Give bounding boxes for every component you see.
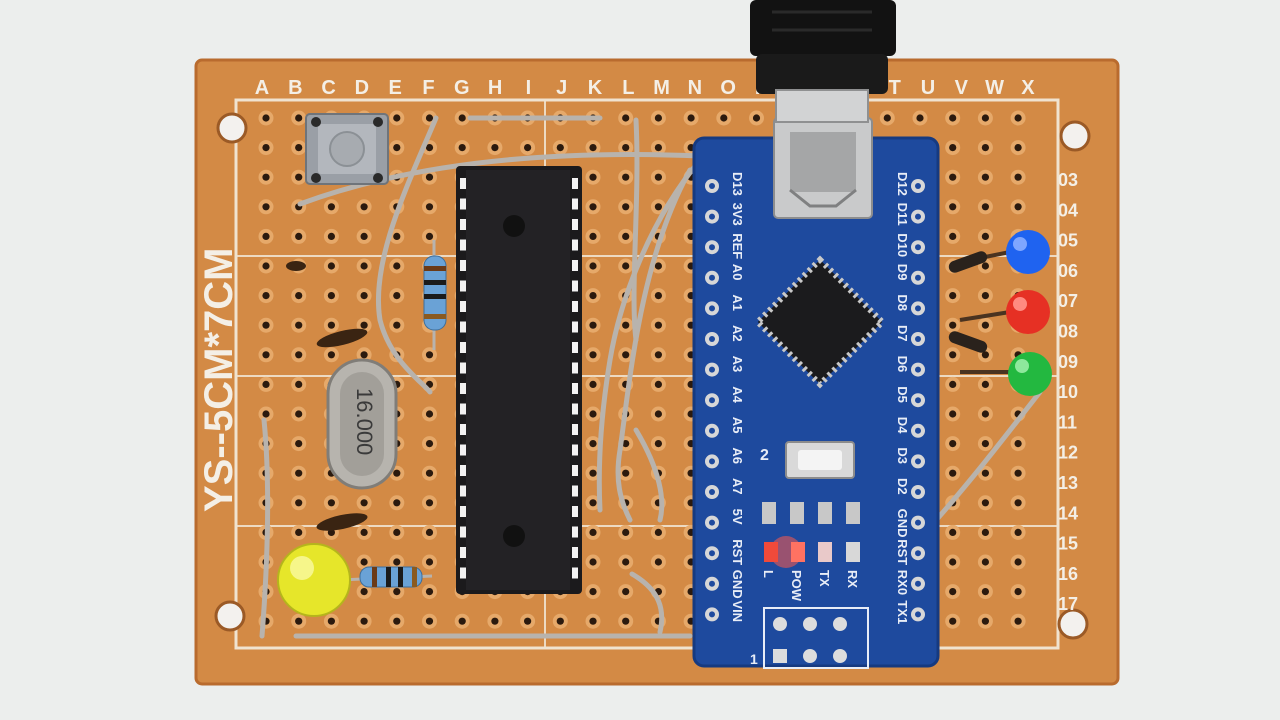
nano-left-pin-label: A2 (730, 325, 745, 342)
nano-icsp-header: 1 (750, 607, 869, 669)
column-label: B (288, 77, 302, 99)
row-label: 12 (1058, 443, 1078, 463)
nano-right-pin-label: D12 (895, 172, 910, 196)
nano-right-pin-label: D4 (895, 417, 910, 434)
row-label: 04 (1058, 200, 1078, 220)
nano-left-pin-label: REF (730, 233, 745, 259)
column-label: D (355, 77, 369, 99)
nano-header-marker: 1 (750, 651, 758, 667)
nano-left-pin-label: VIN (730, 600, 745, 622)
nano-led-label: L (761, 570, 776, 578)
column-label: F (422, 77, 434, 99)
row-label: 14 (1058, 503, 1078, 523)
board-size-label: YS--5CM*7CM (197, 248, 241, 512)
nano-left-pin-label: A0 (730, 264, 745, 281)
nano-right-pin-label: D3 (895, 447, 910, 464)
tactile-button (305, 113, 389, 185)
nano-left-pin-label: D13 (730, 172, 745, 196)
ceramic-capacitors (286, 261, 368, 531)
column-label: E (389, 77, 402, 99)
nano-right-pin-label: D11 (895, 203, 910, 226)
row-label: 11 (1058, 412, 1077, 432)
column-label: H (488, 77, 502, 99)
column-label: T (889, 77, 901, 99)
row-label: 05 (1058, 231, 1078, 251)
nano-left-pin-label: A7 (730, 478, 745, 495)
crystal-oscillator: 16.000 (326, 358, 398, 490)
nano-right-pin-label: D7 (895, 325, 910, 342)
column-label: L (622, 77, 634, 99)
led-yellow (277, 543, 351, 617)
column-label: N (688, 77, 702, 99)
column-label: V (955, 77, 969, 99)
resistor-bottom (339, 566, 433, 588)
column-label: O (720, 77, 736, 99)
column-label: U (921, 77, 935, 99)
jumper-wires (259, 115, 1043, 639)
nano-reset-button: 2 (760, 441, 855, 479)
nano-right-pin-label: D2 (895, 478, 910, 495)
led-resistors-right (948, 251, 988, 353)
row-label: 17 (1058, 594, 1078, 614)
nano-right-pin-label: D8 (895, 294, 910, 311)
usb-cable (750, 0, 896, 123)
column-label: M (653, 77, 670, 99)
column-label: X (1021, 77, 1035, 99)
nano-left-pin-label: 5V (730, 509, 745, 525)
row-label: 03 (1058, 170, 1078, 190)
row-label: 10 (1058, 382, 1078, 402)
column-label: G (454, 77, 470, 99)
nano-left-pin-label: A4 (730, 386, 745, 403)
nano-onboard-leds: L POW TX RX (761, 502, 860, 602)
led-green (960, 352, 1052, 396)
led-red (959, 290, 1050, 334)
nano-led-label: TX (817, 570, 832, 587)
row-label: 13 (1058, 473, 1078, 493)
nano-left-pin-label: GND (730, 570, 745, 599)
row-label: 07 (1058, 291, 1078, 311)
column-label: A (255, 77, 269, 99)
resistor-top (423, 240, 447, 350)
nano-left-pin-label: RST (730, 539, 745, 565)
nano-mcu (753, 255, 887, 389)
nano-left-pin-label: A5 (730, 417, 745, 434)
nano-right-pin-label: D6 (895, 356, 910, 373)
nano-led-label: RX (845, 570, 860, 588)
nano-right-pin-label: D10 (895, 233, 910, 257)
row-label: 09 (1058, 352, 1078, 372)
row-label: 08 (1058, 322, 1078, 342)
row-label: 15 (1058, 534, 1078, 554)
nano-right-pin-label: D9 (895, 264, 910, 281)
nano-left-pin-label: A6 (730, 447, 745, 464)
row-labels: 03 04 05 06 07 08 09 10 11 12 13 14 15 16 17 (1058, 170, 1078, 614)
mounting-holes (214, 112, 1091, 640)
nano-right-pin-label: D5 (895, 386, 910, 403)
nano-usb-port (773, 117, 873, 219)
nano-right-pin-label: RST (895, 539, 910, 565)
crystal-label: 16.000 (352, 388, 377, 455)
nano-led-label: POW (789, 570, 804, 602)
nano-left-pin-label: 3V3 (730, 203, 745, 226)
row-label: 16 (1058, 564, 1078, 584)
nano-label-2: 2 (760, 447, 769, 464)
row-label: 06 (1058, 261, 1078, 281)
column-label: K (588, 77, 603, 99)
nano-right-pin-label: GND (895, 509, 910, 538)
nano-left-pin-label: A3 (730, 356, 745, 373)
dip-ic-chip (456, 166, 582, 594)
nano-right-pin-label: RX0 (895, 570, 910, 595)
column-label: C (321, 77, 335, 99)
column-label: W (985, 77, 1004, 99)
pcb-border-silk (234, 98, 1060, 650)
nano-right-pin-label: TX1 (895, 600, 910, 624)
column-label: I (526, 77, 532, 99)
nano-left-pin-label: A1 (730, 294, 745, 311)
column-label: J (556, 77, 567, 99)
